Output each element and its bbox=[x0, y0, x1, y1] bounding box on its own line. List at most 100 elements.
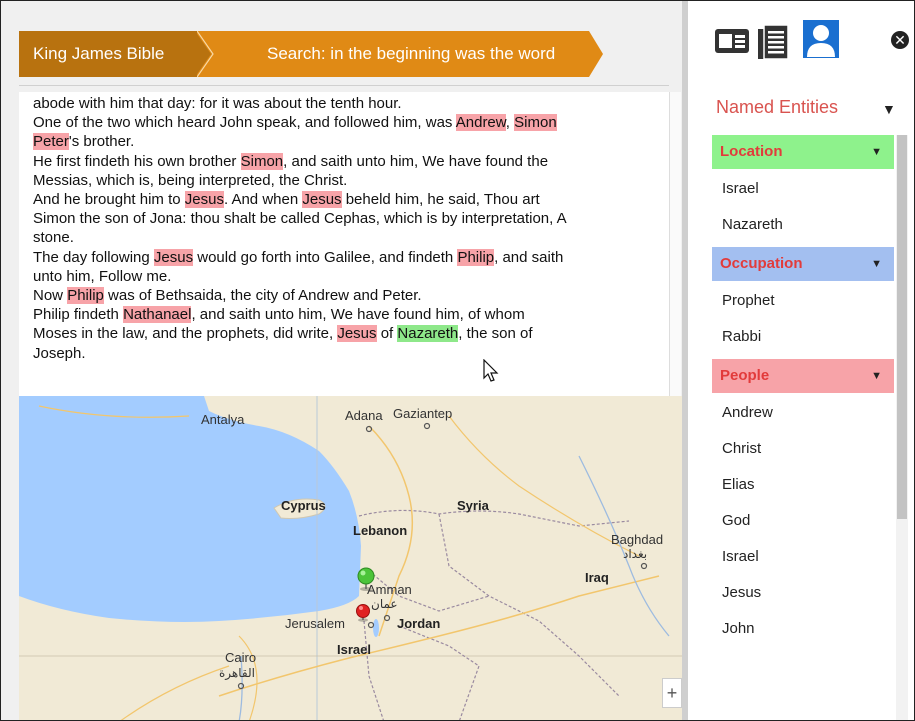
verse-text: He first findeth his own brother bbox=[33, 152, 241, 170]
verse-text: unto him, Follow me. bbox=[33, 267, 172, 285]
verse-line: Peter's brother. bbox=[33, 132, 657, 151]
map-marker-israel[interactable] bbox=[356, 604, 370, 622]
entity-item[interactable]: Jesus bbox=[722, 584, 762, 601]
map-label-israel: Israel bbox=[337, 642, 371, 657]
map-label-cairo: Cairo bbox=[225, 650, 257, 665]
entity-item[interactable]: Rabbi bbox=[722, 328, 762, 345]
map-label-iraq: Iraq bbox=[585, 570, 609, 585]
category-header-occupation[interactable]: Occupation ▼ bbox=[712, 247, 894, 281]
verse-line: He first findeth his own brother Simon, … bbox=[33, 152, 657, 171]
verse-text: Philip findeth bbox=[33, 306, 124, 324]
map-view[interactable]: Antalya Adana Gaziantep Cyprus Syria Leb… bbox=[19, 396, 682, 720]
entity-highlight-person[interactable]: Simon bbox=[240, 152, 284, 170]
entity-highlight-person[interactable]: Simon bbox=[514, 114, 557, 132]
chevron-down-icon[interactable]: ▼ bbox=[871, 370, 882, 382]
entity-item[interactable]: Nazareth bbox=[722, 216, 783, 233]
close-icon[interactable]: ✕ bbox=[891, 31, 909, 49]
category-label: Location bbox=[720, 143, 783, 160]
verse-text: beheld him, he said, Thou art bbox=[341, 191, 540, 209]
verse-line: Now Philip was of Bethsaida, the city of… bbox=[33, 286, 657, 305]
documents-icon[interactable] bbox=[756, 23, 792, 63]
entity-highlight-person[interactable]: Peter bbox=[33, 133, 69, 151]
entity-item[interactable]: Israel bbox=[722, 548, 759, 565]
verse-text: stone. bbox=[33, 229, 74, 247]
entity-highlight-person[interactable]: Andrew bbox=[455, 114, 506, 132]
verse-text: Joseph. bbox=[33, 344, 86, 362]
entity-item[interactable]: Andrew bbox=[722, 404, 773, 421]
breadcrumb-item-bible[interactable]: King James Bible bbox=[19, 31, 197, 77]
breadcrumb-end-arrow bbox=[589, 31, 603, 77]
verse-text: of bbox=[376, 325, 398, 343]
verse-line: Messias, which is, being interpreted, th… bbox=[33, 171, 657, 190]
verse-line: Joseph. bbox=[33, 344, 657, 363]
entity-highlight-person[interactable]: Jesus bbox=[184, 191, 224, 209]
verse-text: , and saith bbox=[494, 248, 564, 266]
verse-text: , and saith unto him, We have found him,… bbox=[191, 306, 525, 324]
map-label-amman-ar: عمان bbox=[371, 597, 398, 611]
category-label: Occupation bbox=[720, 255, 803, 272]
entity-item[interactable]: Prophet bbox=[722, 292, 775, 309]
entity-scrollbar-thumb[interactable] bbox=[897, 135, 907, 519]
entity-highlight-person[interactable]: Jesus bbox=[153, 248, 194, 266]
breadcrumb-divider bbox=[19, 85, 669, 86]
entity-scrollbar[interactable] bbox=[896, 135, 908, 720]
verse-line: And he brought him to Jesus. And when Je… bbox=[33, 190, 657, 209]
verse-line: stone. bbox=[33, 228, 657, 247]
reader-pane: King James Bible Search: in the beginnin… bbox=[1, 1, 682, 720]
map-label-gaziantep: Gaziantep bbox=[393, 406, 453, 421]
map-label-jerusalem: Jerusalem bbox=[285, 616, 345, 631]
entity-item[interactable]: God bbox=[722, 512, 751, 529]
entity-item[interactable]: Christ bbox=[722, 440, 762, 457]
chevron-down-icon[interactable]: ▼ bbox=[871, 258, 882, 270]
pane-splitter[interactable] bbox=[682, 1, 688, 720]
verse-text: One of the two which heard John speak, a… bbox=[33, 114, 456, 132]
entity-item[interactable]: John bbox=[722, 620, 755, 637]
map-label-baghdad: Baghdad bbox=[611, 532, 664, 547]
verse-text: And he brought him to bbox=[33, 191, 185, 209]
entity-highlight-person[interactable]: Philip bbox=[67, 287, 104, 305]
text-scrollbar[interactable] bbox=[669, 92, 681, 396]
category-header-people[interactable]: People▼ bbox=[712, 359, 894, 393]
mouse-cursor-icon bbox=[483, 359, 499, 382]
verse-text: Now bbox=[33, 287, 68, 305]
verse-line: Simon the son of Jona: thou shalt be cal… bbox=[33, 209, 657, 228]
verse-text: was of Bethsaida, the city of Andrew and… bbox=[103, 287, 422, 305]
breadcrumb-item-search[interactable]: Search: in the beginning was the word bbox=[197, 31, 589, 77]
entity-item[interactable]: Israel bbox=[722, 180, 759, 197]
entity-item[interactable]: Elias bbox=[722, 476, 755, 493]
entity-highlight-location[interactable]: Nazareth bbox=[397, 325, 459, 343]
verse-text: 's brother. bbox=[68, 133, 135, 151]
named-entities-header[interactable]: Named Entities bbox=[716, 97, 839, 117]
entity-highlight-person[interactable]: Jesus bbox=[302, 191, 342, 209]
entity-highlight-person[interactable]: Jesus bbox=[337, 325, 377, 343]
map-zoom-in-button[interactable]: + bbox=[662, 678, 682, 708]
map-label-adana: Adana bbox=[345, 408, 383, 423]
verse-line: Philip findeth Nathanael, and saith unto… bbox=[33, 305, 657, 324]
map-label-amman: Amman bbox=[367, 582, 412, 597]
breadcrumb-separator bbox=[195, 31, 211, 77]
map-label-cyprus: Cyprus bbox=[281, 498, 326, 513]
map-marker-nazareth[interactable] bbox=[357, 567, 375, 591]
verse-line: abode with him that day: for it was abou… bbox=[33, 94, 657, 113]
breadcrumb: King James Bible Search: in the beginnin… bbox=[19, 31, 603, 77]
map-label-lebanon: Lebanon bbox=[353, 523, 408, 538]
category-header-location[interactable]: Location ▼ bbox=[712, 135, 894, 169]
verse-line: unto him, Follow me. bbox=[33, 267, 657, 286]
map-label-syria: Syria bbox=[457, 498, 489, 513]
verse-text: , the son of bbox=[458, 325, 533, 343]
verse-text: , and saith unto him, We have found the bbox=[283, 152, 549, 170]
chevron-down-icon[interactable]: ▼ bbox=[882, 101, 896, 117]
entity-highlight-person[interactable]: Philip bbox=[457, 248, 495, 266]
entity-highlight-person[interactable]: Nathanael bbox=[123, 306, 192, 324]
verse-text: . And when bbox=[223, 191, 303, 209]
verse-text: , bbox=[505, 114, 515, 132]
chevron-down-icon[interactable]: ▼ bbox=[871, 146, 882, 158]
verse-line: The day following Jesus would go forth i… bbox=[33, 248, 657, 267]
person-icon[interactable] bbox=[802, 19, 840, 59]
map-background bbox=[19, 396, 682, 720]
breadcrumb-chevron-icon bbox=[197, 31, 214, 77]
id-card-icon[interactable] bbox=[714, 23, 750, 57]
